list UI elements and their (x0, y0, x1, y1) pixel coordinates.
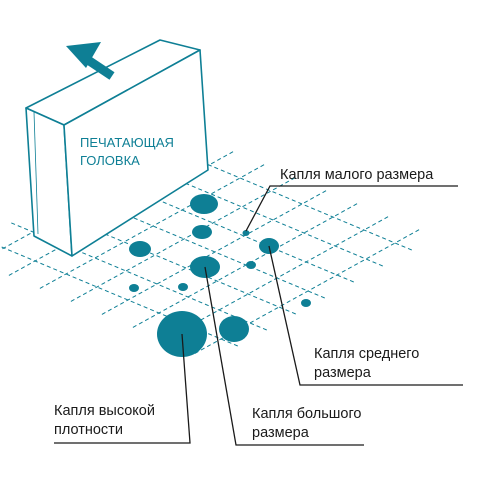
print-head-label-line1: ПЕЧАТАЮЩАЯ (80, 135, 174, 150)
grid-line-a-6 (156, 142, 414, 252)
drop-small-right (301, 299, 311, 307)
drop-medium-bottom (219, 316, 249, 342)
grid-line-a-2 (40, 206, 298, 316)
leader-large-drop (204, 266, 364, 446)
grid-line-b-2 (39, 163, 267, 289)
drop-left-mid (129, 241, 151, 257)
drop-small-left (129, 284, 139, 292)
grid-line-a-1 (11, 222, 269, 332)
label-high-density-line1: Капля высокой (54, 403, 155, 419)
drop-small-center (178, 283, 188, 291)
drop-upper-mid (192, 225, 212, 239)
arrow-up-left-icon (66, 42, 115, 80)
grid-line-a-5 (127, 158, 385, 268)
grid-line-a-4 (98, 174, 356, 284)
print-head-label-line2: ГОЛОВКА (80, 153, 140, 168)
label-medium-drop-line2: размера (314, 365, 372, 381)
label-large-drop-line1: Капля большого (252, 406, 362, 422)
drop-small-mid (246, 261, 256, 269)
leader-medium-drop (268, 245, 463, 386)
print-head: ПЕЧАТАЮЩАЯ ГОЛОВКА (25, 39, 209, 257)
leader-high-density (54, 333, 191, 444)
drop-top-large (190, 194, 218, 214)
grid-line-b-3 (70, 176, 298, 302)
label-large-drop-line2: размера (252, 425, 310, 441)
print-head-front (63, 49, 209, 257)
label-high-density-line2: плотности (54, 422, 123, 438)
label-medium-drop-line1: Капля среднего (314, 346, 419, 362)
droplets (129, 194, 311, 357)
drop-small-top (242, 230, 250, 236)
grid-line-b-6 (163, 215, 391, 341)
grid-line-b-4 (101, 189, 329, 315)
leader-lines (54, 185, 463, 446)
label-small-drop: Капля малого размера (280, 167, 434, 183)
grid-line-a-3 (69, 190, 327, 300)
leader-small-drop (245, 185, 458, 232)
